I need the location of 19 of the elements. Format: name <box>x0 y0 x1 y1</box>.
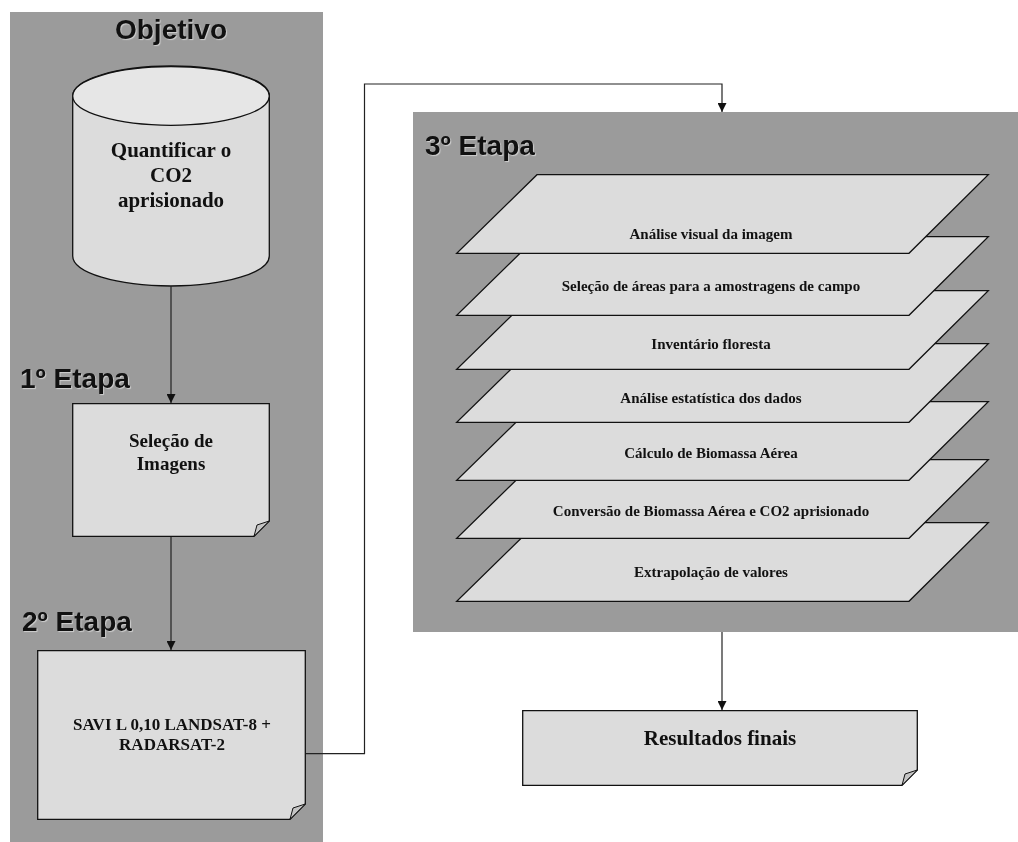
step-text: SAVI L 0,10 LANDSAT-8 + RADARSAT-2 <box>72 713 272 756</box>
step-text: Análise estatística dos dados <box>619 388 803 408</box>
stage-heading: 2º Etapa <box>22 606 132 638</box>
connector-arrow <box>717 631 727 711</box>
step-text: Seleção de áreas para a amostragens de campo <box>560 277 862 296</box>
step-text: Seleção de Imagens <box>128 429 214 476</box>
connector-arrow <box>305 83 727 755</box>
step-text: Extrapolação de valores <box>633 562 789 582</box>
step-text: Cálculo de Biomassa Aérea <box>623 444 799 463</box>
connector-arrow <box>166 536 176 651</box>
step-text: Quantificar o CO2 aprisionado <box>109 138 233 214</box>
step-text: Análise visual da imagem <box>628 225 794 244</box>
stage-heading: 3º Etapa <box>425 130 535 162</box>
step-text: Resultados finais <box>642 726 798 752</box>
step-text: Conversão de Biomassa Aérea e CO2 aprisionado <box>551 502 871 521</box>
connector-arrow <box>166 285 176 404</box>
stage-heading: 1º Etapa <box>20 363 130 395</box>
step-text: Inventário floresta <box>650 335 772 354</box>
stage-heading: Objetivo <box>114 14 228 46</box>
